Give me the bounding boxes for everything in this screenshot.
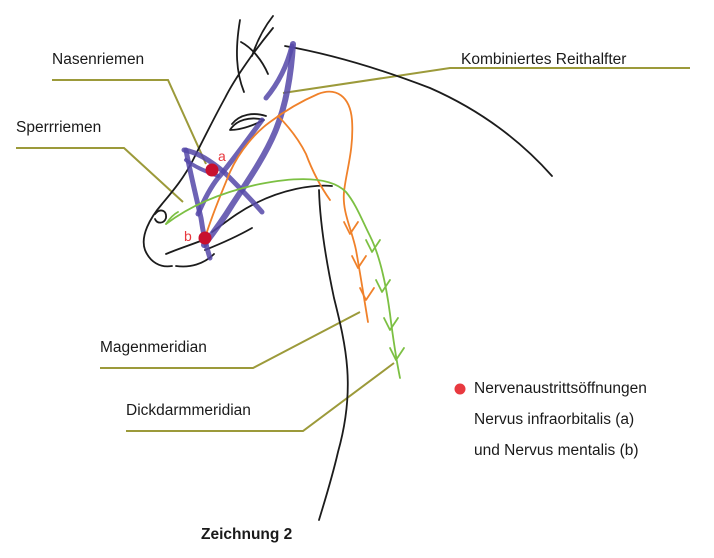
point-label-a: a — [218, 149, 226, 163]
legend-line-b: und Nervus mentalis (b) — [474, 443, 639, 459]
label-kombiniertes-reithalfter: Kombiniertes Reithalfter — [461, 52, 626, 68]
nerve-point-a — [206, 164, 219, 177]
nerve-point-b — [199, 232, 212, 245]
horse-throat — [319, 190, 348, 520]
leader-sperrriemen — [16, 148, 183, 202]
horse-face-line — [144, 28, 273, 266]
point-label-b: b — [184, 229, 192, 243]
leader-kombiniertes — [283, 68, 690, 93]
leader-dickdarmmeridian — [126, 363, 394, 431]
label-sperrriemen: Sperrriemen — [16, 120, 101, 136]
horse-nostril — [155, 211, 166, 223]
label-nasenriemen: Nasenriemen — [52, 52, 144, 68]
figure-caption: Zeichnung 2 — [201, 527, 292, 543]
stomach-meridian-arrow-1 — [344, 222, 358, 234]
colon-meridian-arrow-2 — [376, 280, 390, 292]
colon-meridian-mouth — [166, 212, 178, 224]
legend-title: Nervenaustrittsöffnungen — [474, 381, 647, 397]
label-dickdarmmeridian: Dickdarmmeridian — [126, 403, 251, 419]
horse-ear-left — [237, 20, 244, 92]
legend-line-a: Nervus infraorbitalis (a) — [474, 412, 634, 428]
colon-meridian-arrow-4 — [390, 348, 404, 360]
label-magenmeridian: Magenmeridian — [100, 340, 207, 356]
legend-dot — [455, 384, 466, 395]
